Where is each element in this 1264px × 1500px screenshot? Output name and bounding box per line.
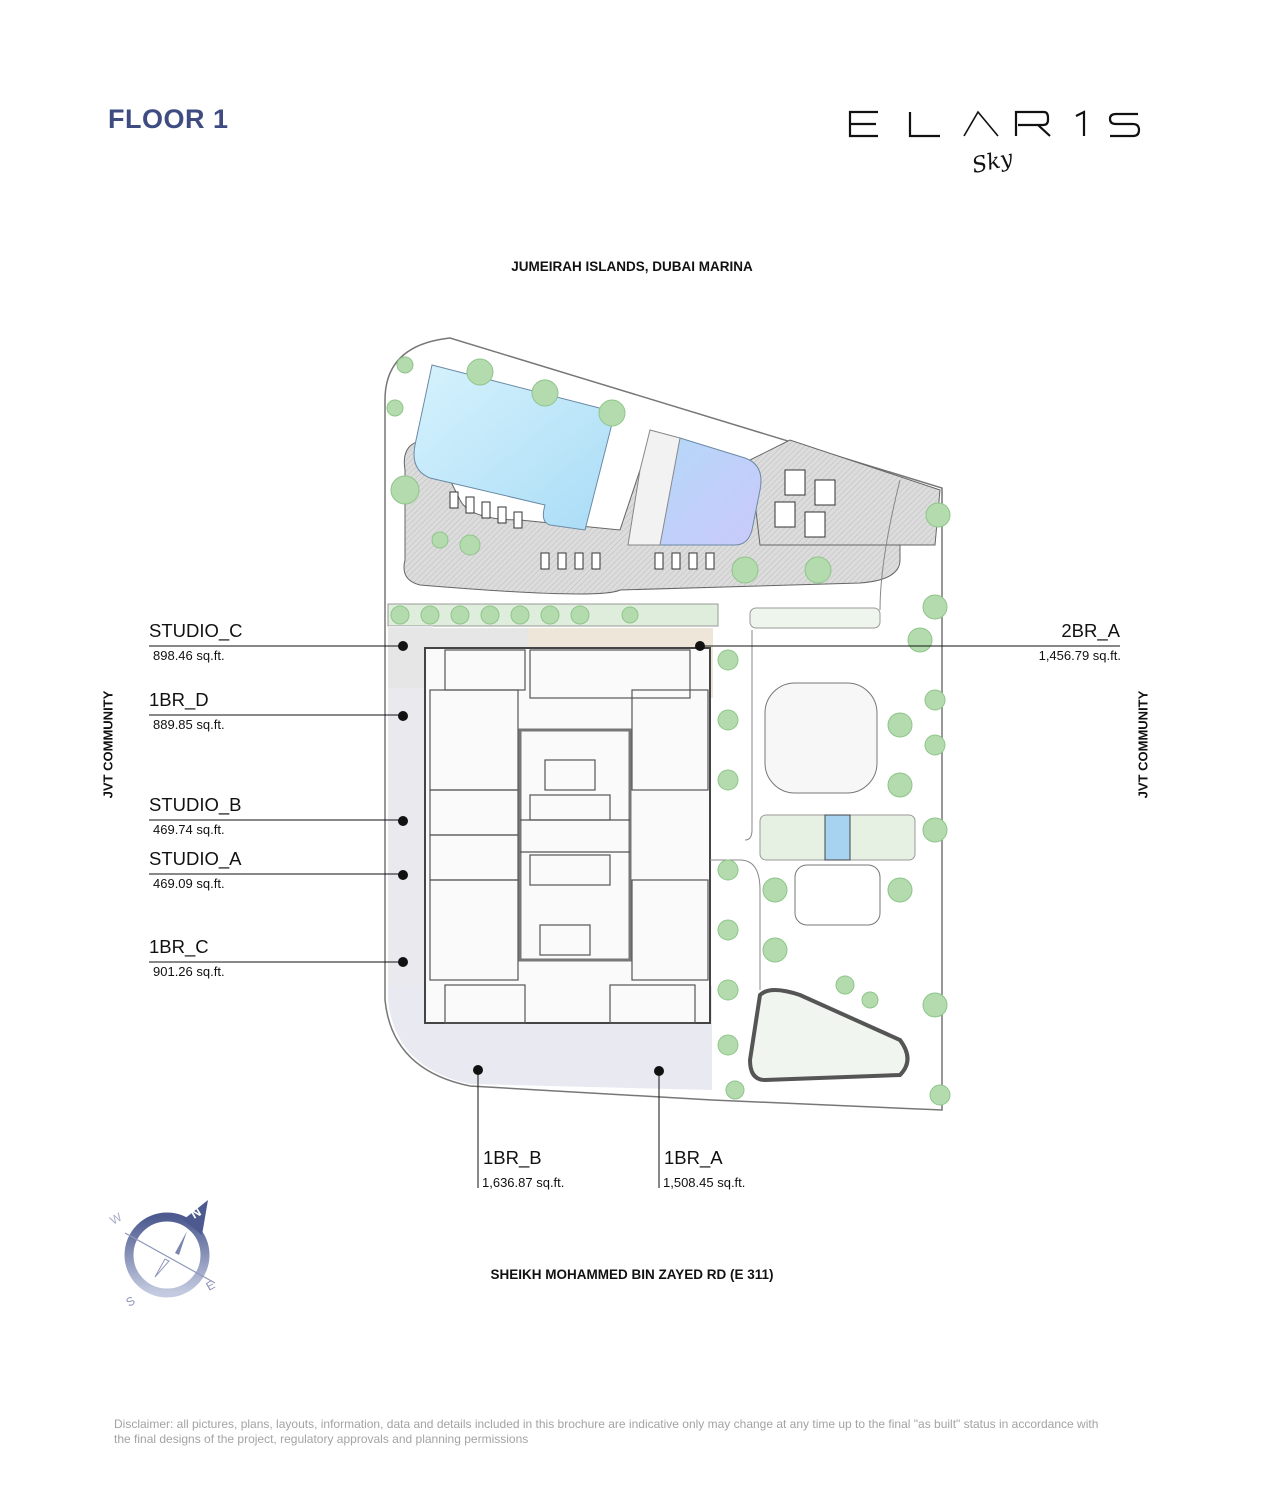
unit-name: STUDIO_C (149, 620, 243, 641)
unit-name: STUDIO_B (149, 794, 242, 815)
unit-area: 1,508.45 sq.ft. (663, 1175, 746, 1190)
parking-deck-east (749, 439, 941, 546)
trees (386, 356, 951, 1106)
disclaimer: Disclaimer: all pictures, plans, layouts… (114, 1417, 1099, 1446)
unit-name: 1BR_B (483, 1147, 542, 1168)
unit-area: 1,456.79 sq.ft. (1038, 648, 1121, 663)
unit-area: 889.85 sq.ft. (153, 717, 225, 732)
playground (764, 682, 878, 794)
compass-e: E (204, 1277, 218, 1293)
unit-name: STUDIO_A (149, 848, 242, 869)
unit-name: 1BR_C (149, 936, 209, 957)
north-boundary-label: JUMEIRAH ISLANDS, DUBAI MARINA (511, 259, 753, 274)
south-boundary-label: SHEIKH MOHAMMED BIN ZAYED RD (E 311) (490, 1267, 774, 1282)
compass-s: S (124, 1293, 138, 1309)
unit-marker-dot (398, 870, 408, 880)
unit-marker-dot (398, 957, 408, 967)
unit-area: 469.09 sq.ft. (153, 876, 225, 891)
unit-name: 1BR_D (149, 689, 209, 710)
swimming-pool (413, 364, 616, 531)
compass-w: W (108, 1209, 125, 1227)
jogging-track (747, 988, 910, 1083)
unit-area: 898.46 sq.ft. (153, 648, 225, 663)
unit-marker-dot (654, 1066, 664, 1076)
unit-area: 469.74 sq.ft. (153, 822, 225, 837)
unit-marker-dot (398, 641, 408, 651)
floor-title: FLOOR 1 (108, 104, 229, 134)
unit-marker-dot (695, 641, 705, 651)
compass-rose: N E S W (108, 1200, 218, 1310)
north-pointer-icon (183, 1200, 208, 1235)
pool-deck-triangles (627, 429, 681, 546)
elaris-logo (848, 110, 1141, 138)
unit-area: 1,636.87 sq.ft. (482, 1175, 565, 1190)
unit-name: 2BR_A (1061, 620, 1120, 641)
unit-marker-dot (473, 1065, 483, 1075)
unit-marker-dot (398, 816, 408, 826)
kids-pool (654, 437, 762, 546)
outdoor-gym (794, 864, 881, 926)
unit-name: 1BR_A (664, 1147, 723, 1168)
unit-marker-dot (398, 711, 408, 721)
unit-area: 901.26 sq.ft. (153, 964, 225, 979)
